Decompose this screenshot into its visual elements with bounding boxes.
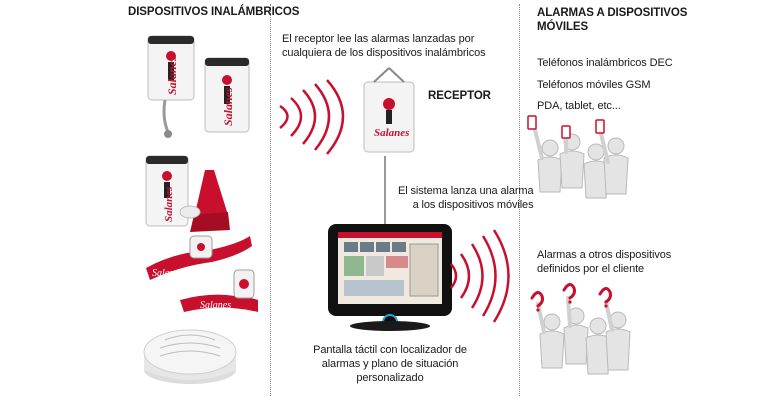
pull-cord-transmitter-icon: Salanes: [145, 155, 230, 232]
people-with-phones-icon: [527, 115, 629, 199]
receiver-caption: El receptor lee las alarmas lanzadas por…: [282, 33, 486, 59]
signal-waves-to-receiver-icon: [279, 79, 345, 155]
receiver-to-screen-line: [384, 156, 386, 228]
wall-transmitter-2-icon: Salanes: [204, 57, 250, 133]
wall-transmitter-1-icon: [147, 35, 195, 138]
screen-caption: Pantalla táctil con localizador de alarm…: [313, 344, 467, 384]
svg-text:Salanes: Salanes: [152, 268, 183, 279]
svg-text:Salanes: Salanes: [200, 300, 231, 311]
system-caption: El sistema lanza una alarma a los dispos…: [398, 185, 534, 211]
brand-label: Salanes: [165, 56, 179, 95]
svg-text:Salanes: Salanes: [163, 187, 175, 222]
client-caption: Alarmas a otros dispositivos definidos p…: [537, 249, 672, 275]
left-heading: DISPOSITIVOS INALÁMBRICOS: [128, 6, 300, 18]
right-divider: [519, 4, 520, 396]
touch-screen-monitor-icon: [328, 224, 452, 331]
device-item-gsm: Teléfonos móviles GSM: [537, 79, 651, 91]
receiver-label: RECEPTOR: [428, 90, 491, 102]
people-with-other-devices-icon: [530, 283, 631, 375]
right-heading: ALARMAS A DISPOSITIVOS MÓVILES: [537, 7, 688, 33]
signal-waves-to-client-icon: [450, 229, 510, 323]
lanyard-pendant-1-icon: Salanes: [146, 235, 252, 280]
smoke-detector-icon: [143, 329, 237, 384]
device-item-pda: PDA, tablet, etc...: [537, 100, 621, 112]
device-item-dec: Teléfonos inalámbricos DEC: [537, 57, 673, 69]
wireless-devices-illustration: Salanes Salanes Salanes Salanes Salanes: [143, 35, 258, 384]
svg-text:Salanes: Salanes: [374, 127, 409, 139]
left-divider: [270, 4, 271, 396]
lanyard-pendant-2-icon: Salanes: [180, 269, 258, 312]
receiver-device-icon: Salanes: [363, 67, 415, 153]
svg-text:Salanes: Salanes: [221, 87, 235, 126]
